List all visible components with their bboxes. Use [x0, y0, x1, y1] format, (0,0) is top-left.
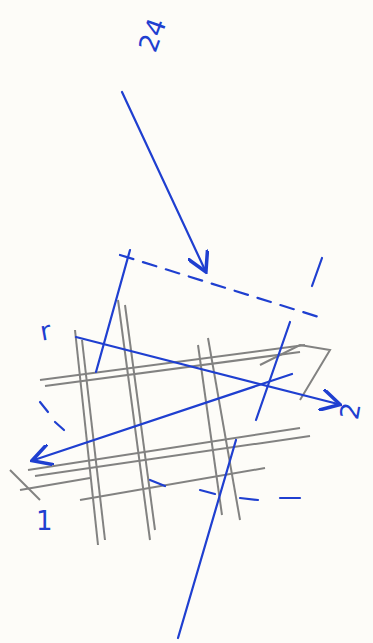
- callout-number: 24: [135, 15, 171, 55]
- pencil-grid: [10, 300, 330, 545]
- callout-number: r: [38, 317, 53, 344]
- pen-marks: [34, 92, 338, 638]
- callout-number: 1: [36, 508, 53, 534]
- callout-number: 2: [336, 401, 364, 422]
